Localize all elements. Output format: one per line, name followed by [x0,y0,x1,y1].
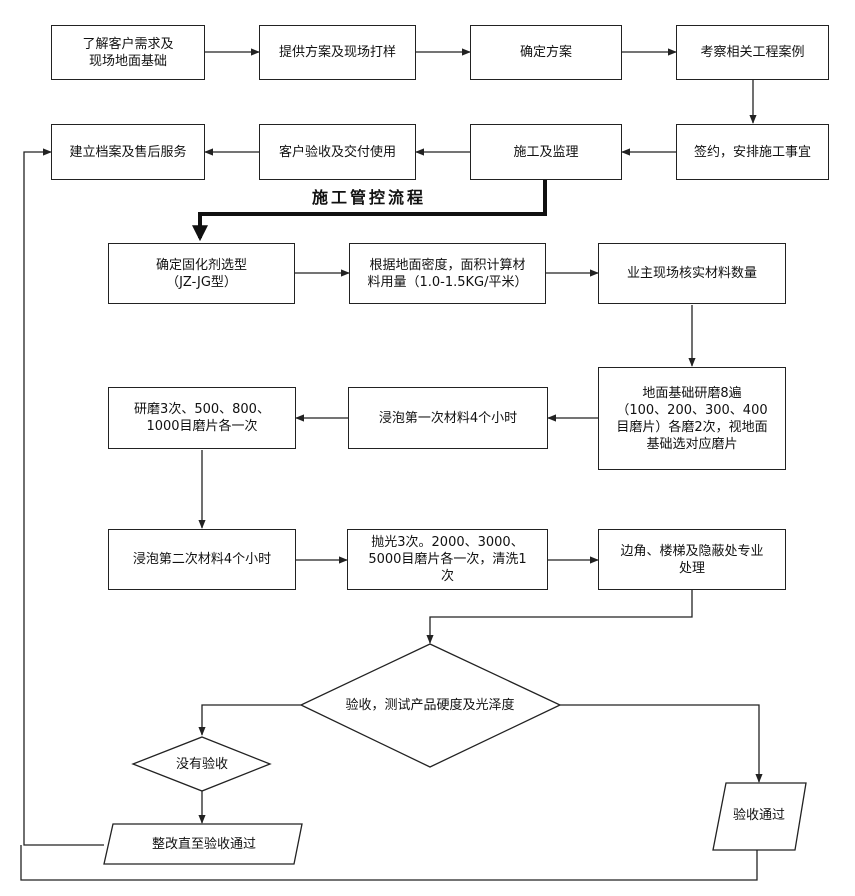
process-grind-three-label: 研磨3次、500、800、 1000目磨片各一次 [134,402,270,434]
step-inspect-cases: 考察相关工程案例 [676,25,829,80]
thick-arrow-to-process [192,180,547,242]
step-sign-contract: 签约，安排施工事宜 [676,124,829,180]
step-sign-contract-label: 签约，安排施工事宜 [693,144,811,160]
process-calc-material: 根据地面密度，面积计算材 料用量（1.0-1.5KG/平米） [349,243,546,304]
arrow-decision-pass [560,704,763,783]
step-provide-plan: 提供方案及现场打样 [259,25,416,80]
step-understand-needs-label: 了解客户需求及 现场地面基础 [82,36,174,69]
process-grind-base: 地面基础研磨8遍 （100、200、300、400 目磨片）各磨2次，视地面 基… [598,367,786,470]
arrow-fix-to-archive [23,148,104,846]
section-title: 施工管控流程 [312,188,427,207]
fix-label: 整改直至验收通过 [110,832,298,856]
process-grind-three: 研磨3次、500、800、 1000目磨片各一次 [108,387,296,449]
step-construction: 施工及监理 [470,124,622,180]
process-select-hardener-label: 确定固化剂选型 （JZ-JG型） [155,257,247,290]
process-soak-first: 浸泡第一次材料4个小时 [348,387,548,449]
arrow-p9-decision [426,590,693,644]
process-edge-treatment-label: 边角、楼梯及隐蔽处专业 处理 [620,543,764,576]
arrow-pass-to-archive [20,845,758,881]
decision-fail-label: 没有验收 [175,756,228,772]
pass-label: 验收通过 [716,800,802,830]
step-confirm-plan: 确定方案 [470,25,622,80]
decision-main-diamond [299,643,562,768]
process-soak-second: 浸泡第二次材料4个小时 [108,529,296,590]
step-inspect-cases-label: 考察相关工程案例 [700,45,805,60]
pass-parallelogram [712,782,807,851]
process-soak-second-label: 浸泡第二次材料4个小时 [132,552,272,567]
decision-main-label: 验收，测试产品硬度及光泽度 [345,697,515,713]
step-provide-plan-label: 提供方案及现场打样 [278,45,396,60]
step-understand-needs: 了解客户需求及 现场地面基础 [51,25,205,80]
step-confirm-plan-label: 确定方案 [519,45,572,60]
fix-parallelogram [103,823,303,865]
pass-label-text: 验收通过 [732,807,785,823]
step-acceptance-delivery-label: 客户验收及交付使用 [278,144,396,160]
process-grind-base-label: 地面基础研磨8遍 （100、200、300、400 目磨片）各磨2次，视地面 基… [616,385,768,452]
process-polish: 抛光3次。2000、3000、 5000目磨片各一次，清洗1 次 [347,529,548,590]
step-archive-service: 建立档案及售后服务 [51,124,205,180]
process-edge-treatment: 边角、楼梯及隐蔽处专业 处理 [598,529,786,590]
arrow-decision-fail [198,704,301,736]
process-verify-material-label: 业主现场核实材料数量 [626,266,757,281]
process-verify-material: 业主现场核实材料数量 [598,243,786,304]
decision-fail-diamond [131,736,272,792]
process-polish-label: 抛光3次。2000、3000、 5000目磨片各一次，清洗1 次 [368,535,527,584]
step-construction-label: 施工及监理 [513,144,579,160]
fix-label-text: 整改直至验收通过 [151,836,256,852]
process-select-hardener: 确定固化剂选型 （JZ-JG型） [108,243,295,304]
step-acceptance-delivery: 客户验收及交付使用 [259,124,416,180]
step-archive-service-label: 建立档案及售后服务 [69,144,187,160]
process-calc-material-label: 根据地面密度，面积计算材 料用量（1.0-1.5KG/平米） [367,257,528,290]
process-soak-first-label: 浸泡第一次材料4个小时 [378,410,518,426]
